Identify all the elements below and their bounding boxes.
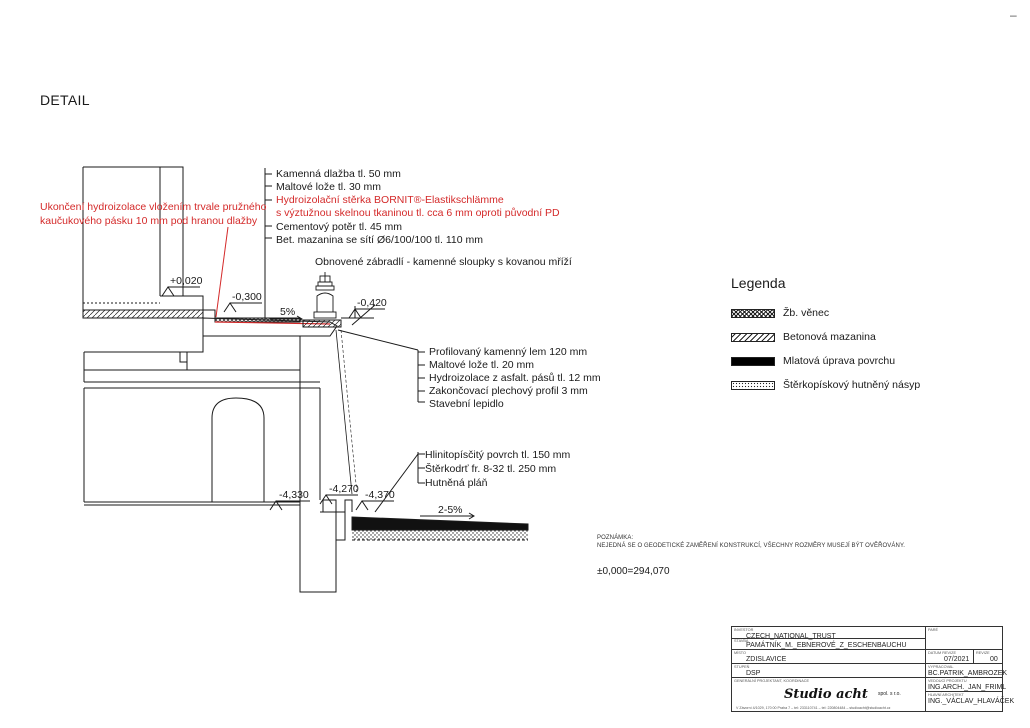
note-body: NEJEDNÁ SE O GEODETICKÉ ZAMĚŘENÍ KONSTRU… (597, 543, 906, 549)
layer-stone-paving: Kamenná dlažba tl. 50 mm (276, 168, 401, 180)
tb-drawn-label: VYPRACOVAL (928, 665, 954, 669)
tb-revision-label: REVIZE (976, 651, 990, 655)
legend-title: Legenda (731, 275, 786, 291)
layer-mortar-bed: Maltové lože tl. 30 mm (276, 181, 382, 193)
level-upper-floor: +0,020 (170, 275, 203, 287)
profile-stone-edge: Profilovaný kamenný lem 120 mm (429, 346, 588, 358)
note-insulation-end-line2: kaučukového pásku 10 mm pod hranou dlažb… (40, 215, 258, 227)
level-lower-floor: -4,330 (279, 489, 309, 501)
tb-chief-label: HLAVNÍ ARCHITEKT (928, 693, 964, 697)
profile-asphalt-insulation: Hydroizolace z asfalt. pásů tl. 12 mm (429, 372, 601, 384)
tb-investor-label: INVESTOR (734, 628, 754, 632)
tb-date-label: DATUM REVIZE (928, 651, 956, 655)
slope-ground: 2-5% (438, 504, 463, 516)
note-heading: POZNÁMKA: (597, 535, 634, 541)
tb-company-suffix: spol. s r.o. (878, 691, 901, 697)
datum-level: ±0,000=294,070 (597, 566, 670, 577)
layer-waterproof-coating: Hydroizolační stěrka BORNIT®-Elastikschl… (276, 194, 504, 206)
minimize-mark: – (1010, 8, 1017, 22)
tb-stage-label: STUPEŇ (734, 665, 750, 669)
tb-date: 07/2021 (944, 656, 970, 663)
tb-lead-label: VEDOUCÍ PROJEKTU (928, 679, 967, 683)
level-terrace-outer: -0,420 (357, 297, 387, 309)
legend-swatch-dots (731, 381, 775, 390)
tb-drawn-by: BC.PATRIK_AMBROZEK (928, 670, 1008, 677)
tb-site: ZDISLAVICE (746, 656, 787, 663)
tb-coordinator-label: GENERÁLNÍ PROJEKTANT, KOORDINACE (734, 679, 810, 683)
note-insulation-end-line1: Ukončení hydroizolace vložením trvale pr… (40, 201, 267, 213)
legend-label-reinforced-beam: Žb. věnec (783, 307, 830, 319)
tb-revision: 00 (990, 656, 998, 663)
profile-mortar-bed: Maltové lože tl. 20 mm (429, 359, 535, 371)
studio-logo: Studio acht (784, 687, 868, 702)
tb-part-label: PARÉ (928, 628, 939, 632)
tb-stage: DSP (746, 670, 761, 677)
layer-cement-screed: Cementový potěr tl. 45 mm (276, 221, 403, 233)
level-footing: -4,270 (329, 483, 359, 495)
tb-site-label: MÍSTO (734, 651, 746, 655)
layer-concrete-slab: Bet. mazanina se sítí Ø6/100/100 tl. 110… (276, 234, 483, 246)
legend-swatch-crosshatch (731, 309, 775, 318)
ground-compacted-base: Hutněná pláň (425, 477, 488, 489)
tb-building: PAMÁTNÍK_M._EBNEROVÉ_Z_ESCHENBAUCHU (746, 642, 907, 649)
railing-label: Obnovené zábradlí - kamenné sloupky s ko… (315, 256, 572, 268)
slope-terrace: 5% (280, 306, 296, 318)
ground-gravel-layer: Štěrkodrť fr. 8-32 tl. 250 mm (425, 463, 557, 475)
tb-investor: CZECH_NATIONAL_TRUST (746, 633, 836, 640)
profile-sheet-metal: Zakončovací plechový profil 3 mm (429, 385, 588, 397)
title-block: INVESTOR CZECH_NATIONAL_TRUST PARÉ STAVB… (731, 626, 1014, 712)
profile-adhesive: Stavební lepidlo (429, 398, 504, 410)
tb-lead: ING.ARCH._JAN_FRIML (928, 684, 1007, 691)
tb-building-label: STAVBA (734, 639, 749, 643)
page-title: DETAIL (40, 92, 90, 108)
legend-swatch-diagonal (731, 333, 775, 342)
tb-chief: ING._VÁCLAV_HLAVÁČEK (928, 698, 1015, 705)
legend-label-surface: Mlatová úprava povrchu (783, 355, 896, 367)
legend-label-gravel-fill: Štěrkopískový hutněný násyp (783, 379, 921, 391)
level-ground: -4,370 (365, 489, 395, 501)
legend-swatch-solid (731, 357, 775, 366)
tb-address: V Závorní 4/1029, 170 00 Praha 7 – tel: … (736, 706, 891, 710)
level-terrace-edge: -0,300 (232, 291, 262, 303)
ground-surface-layer: Hlinitopísčitý povrch tl. 150 mm (425, 449, 571, 461)
layer-waterproof-coating-detail: s výztužnou skelnou tkaninou tl. cca 6 m… (276, 207, 560, 219)
legend-label-concrete: Betonová mazanina (783, 331, 876, 343)
